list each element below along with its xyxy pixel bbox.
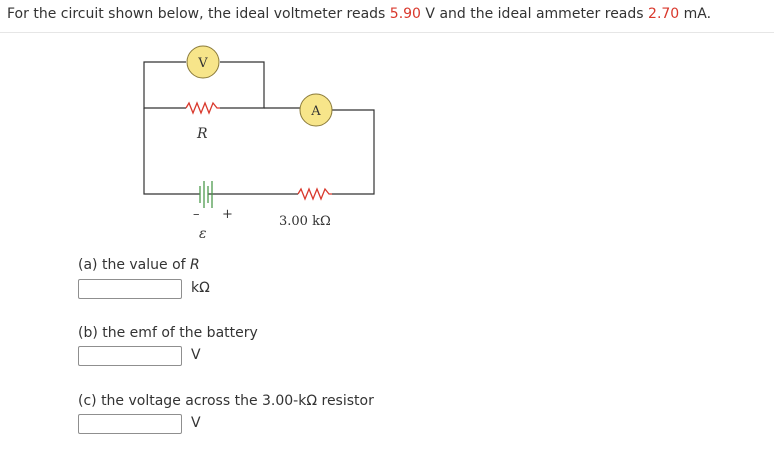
part-a-answer-input[interactable] — [78, 279, 182, 299]
prompt-text-end: mA. — [679, 6, 712, 22]
voltmeter-right-wire — [220, 61, 265, 109]
part-a-label: (a) the value of — [78, 257, 191, 273]
resistor-r-label: R — [196, 126, 208, 142]
part-a-unit: kΩ — [191, 280, 210, 296]
ammeter-icon — [299, 93, 333, 127]
left-wire — [143, 108, 200, 195]
part-c-answer-input[interactable] — [78, 414, 182, 434]
battery-emf-label: ε — [199, 226, 207, 242]
part-c-unit: V — [191, 415, 201, 431]
voltmeter-left-wire — [143, 61, 186, 109]
voltmeter-icon — [186, 45, 220, 79]
battery-minus: – — [193, 207, 200, 222]
resistor-fixed-label: 3.00 kΩ — [279, 214, 331, 229]
resistor-r — [185, 101, 220, 115]
right-wire — [332, 109, 375, 195]
part-a-question: (a) the value of R — [78, 257, 200, 273]
divider — [0, 32, 774, 33]
part-c-question: (c) the voltage across the 3.00-kΩ resis… — [78, 393, 374, 409]
battery-symbol — [199, 181, 213, 208]
part-b-question: (b) the emf of the battery — [78, 325, 258, 341]
part-b-unit: V — [191, 347, 201, 363]
problem-prompt: For the circuit shown below, the ideal v… — [7, 6, 711, 22]
part-b-answer-input[interactable] — [78, 346, 182, 366]
circuit-wires — [143, 61, 375, 195]
part-a-variable: R — [190, 257, 200, 273]
ammeter-reading: 2.70 — [648, 6, 680, 22]
prompt-text-mid: V and the ideal ammeter reads — [420, 6, 649, 22]
resistor-3k — [297, 187, 332, 201]
prompt-text-start: For the circuit shown below, the ideal v… — [7, 6, 390, 22]
ammeter-label: A — [310, 104, 321, 119]
voltmeter-reading: 5.90 — [389, 6, 421, 22]
battery-plus: + — [222, 207, 233, 222]
voltmeter-label: V — [197, 56, 208, 71]
